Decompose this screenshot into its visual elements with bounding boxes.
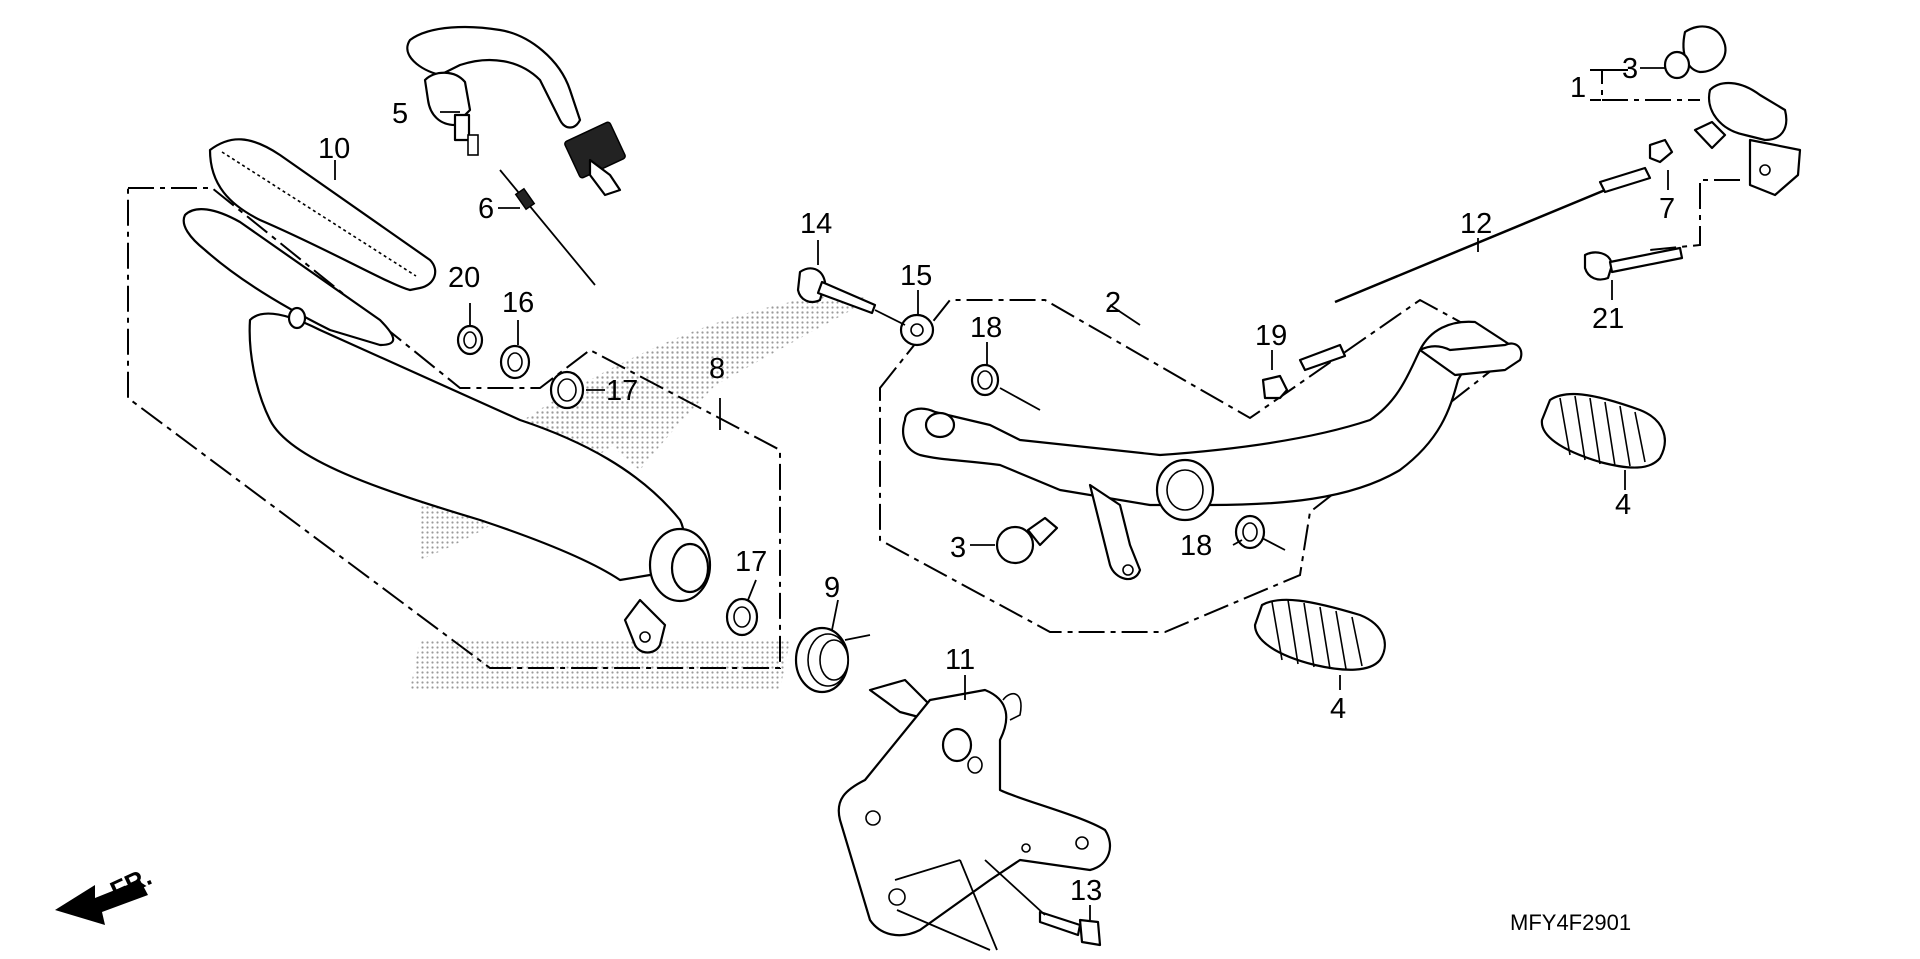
seal-rings — [456, 324, 759, 637]
upper-joint-assembly — [1583, 25, 1802, 281]
brake-rod-part — [1261, 166, 1652, 400]
callout-3-upper: 3 — [1622, 53, 1638, 85]
callout-12: 12 — [1460, 208, 1492, 240]
callout-14: 14 — [800, 208, 832, 240]
diagram-code: MFY4F2901 — [1510, 910, 1631, 935]
seal-rings-18 — [970, 363, 1286, 551]
group-outlines — [127, 69, 1740, 669]
callout-17-upper: 17 — [606, 375, 638, 407]
callout-9: 9 — [824, 572, 840, 604]
callout-17-lower: 17 — [735, 546, 767, 578]
callout-5: 5 — [392, 98, 408, 130]
pedal-rubber-part — [1253, 392, 1666, 671]
callout-1: 1 — [1570, 72, 1586, 104]
callout-11: 11 — [945, 644, 975, 676]
ball-joint-part — [995, 516, 1059, 565]
front-arrow-icon — [55, 880, 148, 925]
callout-7: 7 — [1659, 193, 1675, 225]
bolt-13-part — [984, 859, 1102, 947]
callout-18-lower: 18 — [1180, 530, 1212, 562]
callout-6: 6 — [478, 193, 494, 225]
callout-10: 10 — [318, 133, 350, 165]
callout-4-right: 4 — [1615, 489, 1631, 521]
callout-leaders — [334, 67, 1669, 920]
callout-2: 2 — [1105, 287, 1121, 319]
pivot-bracket-part — [837, 678, 1112, 951]
callout-19: 19 — [1255, 320, 1287, 352]
callout-18-upper: 18 — [970, 312, 1002, 344]
callout-13: 13 — [1070, 875, 1102, 907]
footboard-mat-part — [208, 138, 437, 292]
stop-switch-part — [406, 25, 626, 286]
callout-4-lower: 4 — [1330, 693, 1346, 725]
return-spring-part — [794, 626, 871, 694]
callout-20: 20 — [448, 262, 480, 294]
brake-pedal-part — [902, 320, 1523, 581]
callout-15: 15 — [900, 260, 932, 292]
bolt-14-part — [796, 267, 935, 347]
callout-21: 21 — [1592, 303, 1624, 335]
callout-8: 8 — [709, 353, 725, 385]
callout-3-lower: 3 — [950, 532, 966, 564]
callout-16: 16 — [502, 287, 534, 319]
callout-labels: 1 2 3 3 4 4 5 6 7 8 9 10 11 12 13 14 15 … — [318, 53, 1675, 907]
footboard-bracket-part — [182, 208, 712, 654]
